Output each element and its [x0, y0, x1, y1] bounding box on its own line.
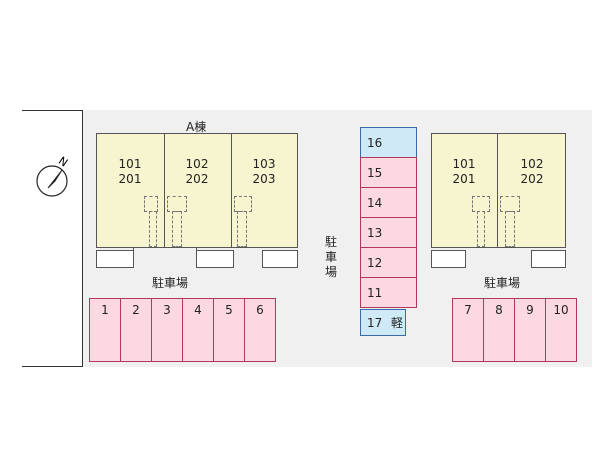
parking-space-number: 13	[367, 226, 383, 240]
parking-space-1: 1	[89, 298, 121, 362]
entrance-notch	[96, 250, 134, 268]
building-a-divider-1	[164, 133, 165, 248]
unit-101-201-b: 101 201	[452, 157, 476, 186]
parking-space-5: 5	[213, 298, 245, 362]
parking-space-number: 5	[225, 303, 233, 317]
parking-label-left: 駐車場	[152, 276, 189, 290]
parking-space-7: 7	[452, 298, 484, 362]
parking-space-number: 16	[367, 136, 383, 150]
parking-space-number: 4	[194, 303, 202, 317]
parking-space-14: 14	[360, 187, 417, 218]
parking-space-number: 11	[367, 286, 383, 300]
stair-outline	[167, 196, 187, 212]
parking-space-number: 17	[367, 316, 383, 330]
parking-space-number: 7	[464, 303, 472, 317]
parking-space-number: 10	[553, 303, 569, 317]
stair-outline	[234, 196, 252, 212]
building-a-divider-3	[133, 247, 134, 251]
unit-102-202-b: 102 202	[520, 157, 544, 186]
parking-label-center: 駐 車 場	[324, 235, 337, 279]
building-a-divider-2	[231, 133, 232, 248]
parking-space-3: 3	[151, 298, 183, 362]
unit-102-202-a: 102 202	[185, 157, 209, 186]
building-b-divider	[497, 133, 498, 248]
parking-space-number: 8	[495, 303, 503, 317]
parking-space-number: 2	[132, 303, 140, 317]
stair-outline	[500, 196, 520, 212]
parking-space-17-kei: 17 軽	[360, 309, 406, 336]
parking-space-number: 14	[367, 196, 383, 210]
parking-space-6: 6	[244, 298, 276, 362]
parking-space-12: 12	[360, 247, 417, 278]
north-compass-icon: N	[36, 155, 70, 197]
parking-space-11: 11	[360, 277, 417, 308]
parking-space-13: 13	[360, 217, 417, 248]
parking-space-10: 10	[545, 298, 577, 362]
building-a-divider-4	[196, 247, 197, 251]
parking-space-2: 2	[120, 298, 152, 362]
parking-space-number: 3	[163, 303, 171, 317]
parking-space-number: 6	[256, 303, 264, 317]
building-a-name: A棟	[186, 120, 207, 134]
unit-103-203-a: 103 203	[252, 157, 276, 186]
parking-space-number: 1	[101, 303, 109, 317]
parking-space-number: 9	[526, 303, 534, 317]
stair-outline	[505, 211, 515, 247]
stair-outline	[472, 196, 490, 212]
stair-outline	[144, 196, 158, 212]
entrance-notch	[262, 250, 298, 268]
stair-outline	[149, 211, 157, 247]
unit-101-201-a: 101 201	[118, 157, 142, 186]
building-a	[96, 133, 298, 248]
parking-space-16: 16	[360, 127, 417, 158]
stair-outline	[172, 211, 182, 247]
stair-outline	[477, 211, 485, 247]
parking-label-right: 駐車場	[484, 276, 521, 290]
parking-space-4: 4	[182, 298, 214, 362]
parking-space-8: 8	[483, 298, 515, 362]
parking-space-number: 12	[367, 256, 383, 270]
entrance-notch	[196, 250, 234, 268]
stair-outline	[237, 211, 247, 247]
building-b	[431, 133, 566, 248]
parking-space-9: 9	[514, 298, 546, 362]
entrance-notch	[531, 250, 566, 268]
parking-space-15: 15	[360, 157, 417, 188]
parking-space-number: 15	[367, 166, 383, 180]
kei-car-label: 軽	[391, 316, 404, 330]
entrance-notch	[431, 250, 466, 268]
